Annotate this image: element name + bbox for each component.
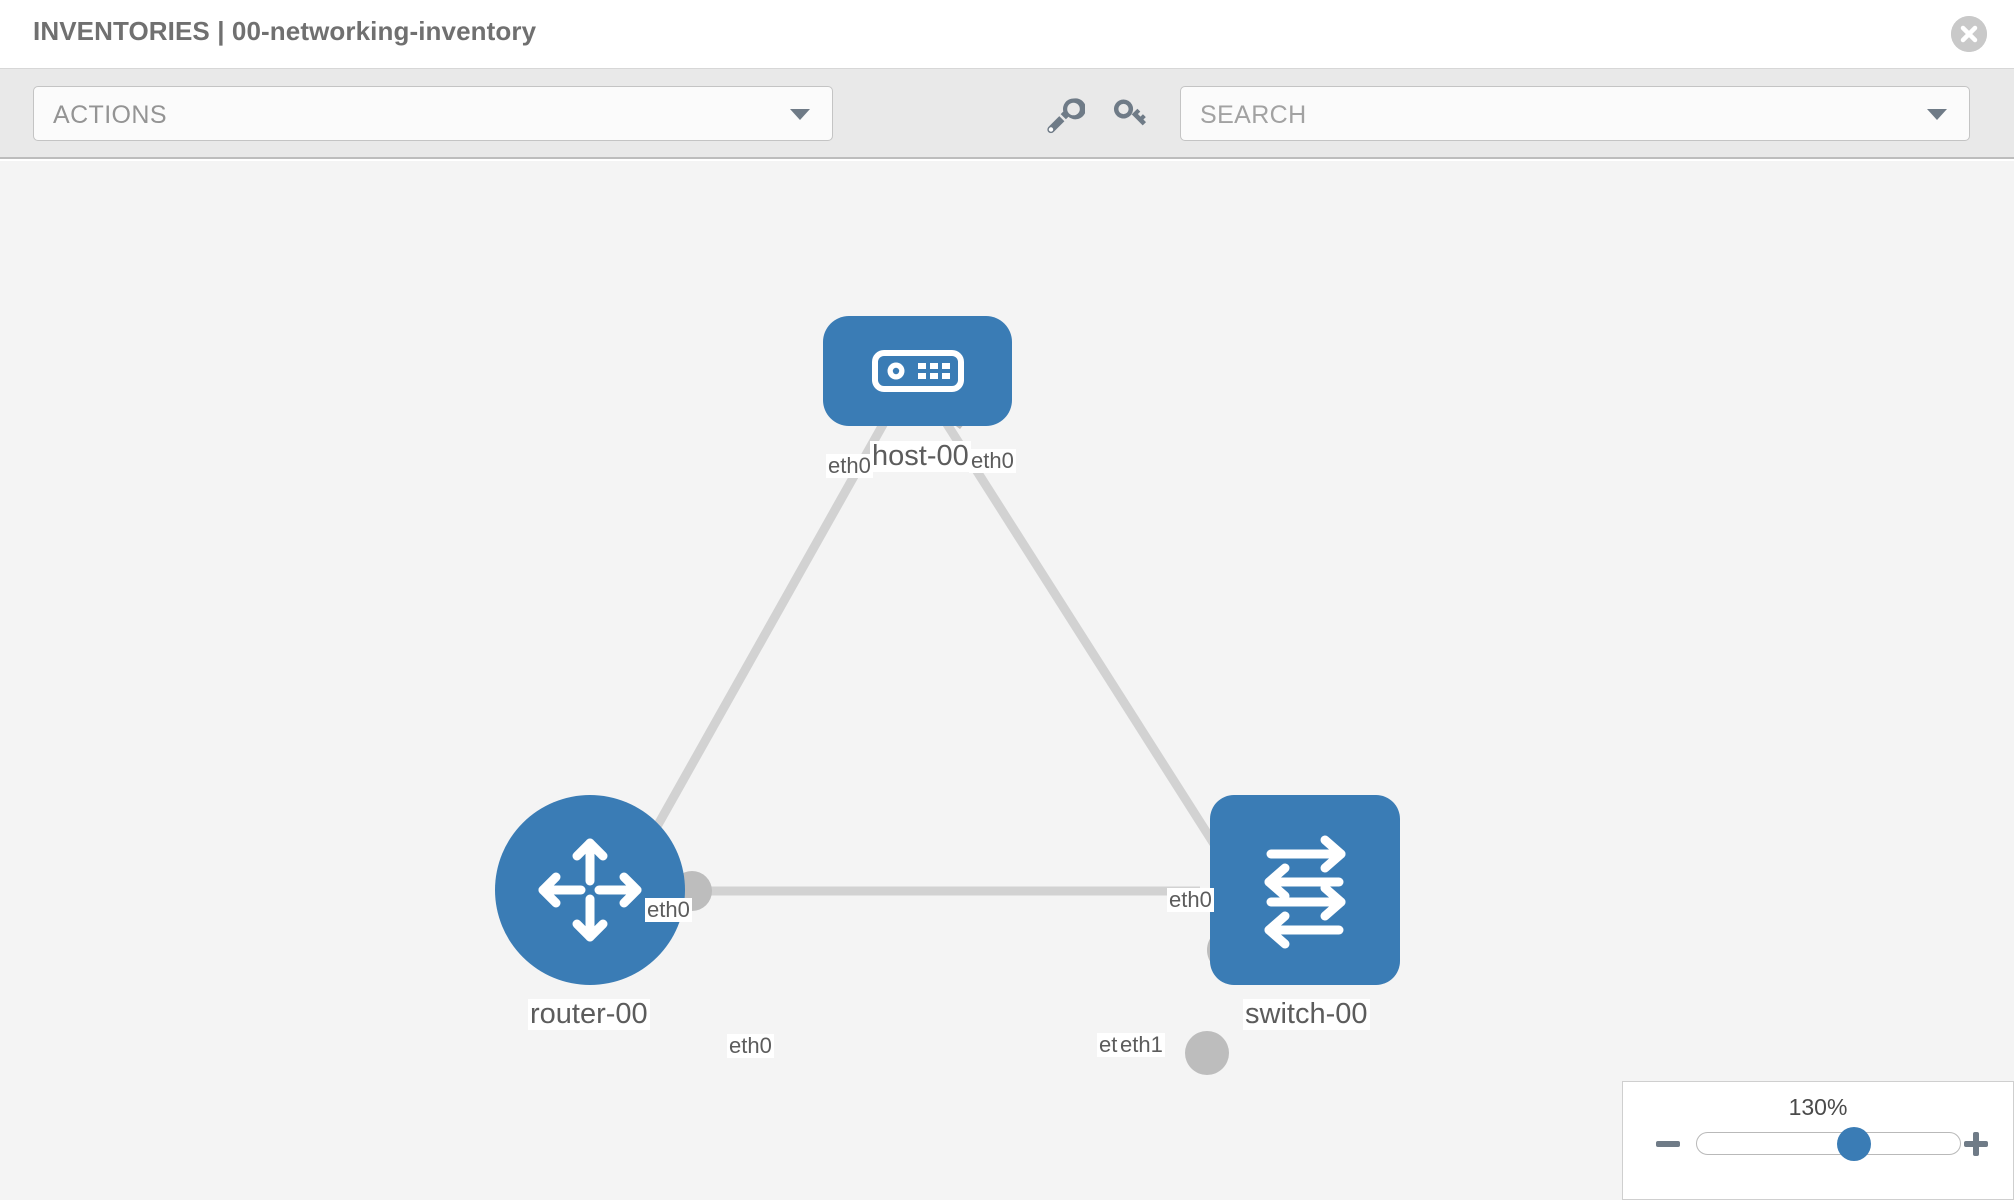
topology-canvas[interactable]: host-00 eth0 eth0 — [0, 161, 2014, 1200]
page-header: INVENTORIES | 00-networking-inventory — [0, 0, 2014, 69]
port-switch-left[interactable] — [1185, 1031, 1229, 1075]
key-icon[interactable] — [1107, 91, 1153, 137]
server-icon — [823, 316, 1012, 426]
actions-dropdown-label: ACTIONS — [53, 101, 167, 129]
zoom-control-panel: 130% — [1622, 1081, 2014, 1200]
iface-label-router-up: eth0 — [645, 897, 692, 923]
node-shape — [823, 316, 1012, 426]
search-input[interactable]: SEARCH — [1180, 86, 1970, 141]
zoom-level-label: 130% — [1788, 1094, 1848, 1120]
node-label-host-00: host-00 — [870, 440, 971, 473]
node-label-router-00: router-00 — [528, 998, 650, 1031]
iface-label-host-left: eth0 — [826, 453, 873, 479]
chevron-down-icon — [790, 108, 810, 120]
node-host-00[interactable] — [823, 316, 1012, 426]
toolbar: ACTIONS SEARCH — [0, 69, 2014, 159]
zoom-slider[interactable] — [1696, 1127, 1961, 1161]
page-title: INVENTORIES | 00-networking-inventory — [33, 16, 537, 46]
node-shape — [1210, 795, 1400, 985]
plus-icon[interactable] — [1961, 1129, 1991, 1159]
actions-dropdown[interactable]: ACTIONS — [33, 86, 833, 141]
wrench-icon[interactable] — [1039, 91, 1086, 137]
iface-label-switch-left-b: eth1 — [1118, 1032, 1165, 1058]
slider-thumb[interactable] — [1837, 1127, 1871, 1161]
search-placeholder: SEARCH — [1200, 101, 1307, 129]
node-router-00[interactable] — [495, 795, 685, 985]
iface-label-switch-up: eth0 — [1167, 887, 1214, 913]
close-icon[interactable] — [1951, 16, 1987, 52]
iface-label-host-right: eth0 — [969, 448, 1016, 474]
node-shape — [495, 795, 685, 985]
switch-icon — [1210, 795, 1400, 985]
node-label-switch-00: switch-00 — [1243, 998, 1370, 1031]
node-switch-00[interactable] — [1210, 795, 1400, 985]
chevron-down-icon[interactable] — [1927, 108, 1947, 120]
iface-label-router-right: eth0 — [727, 1033, 774, 1059]
minus-icon[interactable] — [1653, 1129, 1683, 1159]
router-icon — [495, 795, 685, 985]
